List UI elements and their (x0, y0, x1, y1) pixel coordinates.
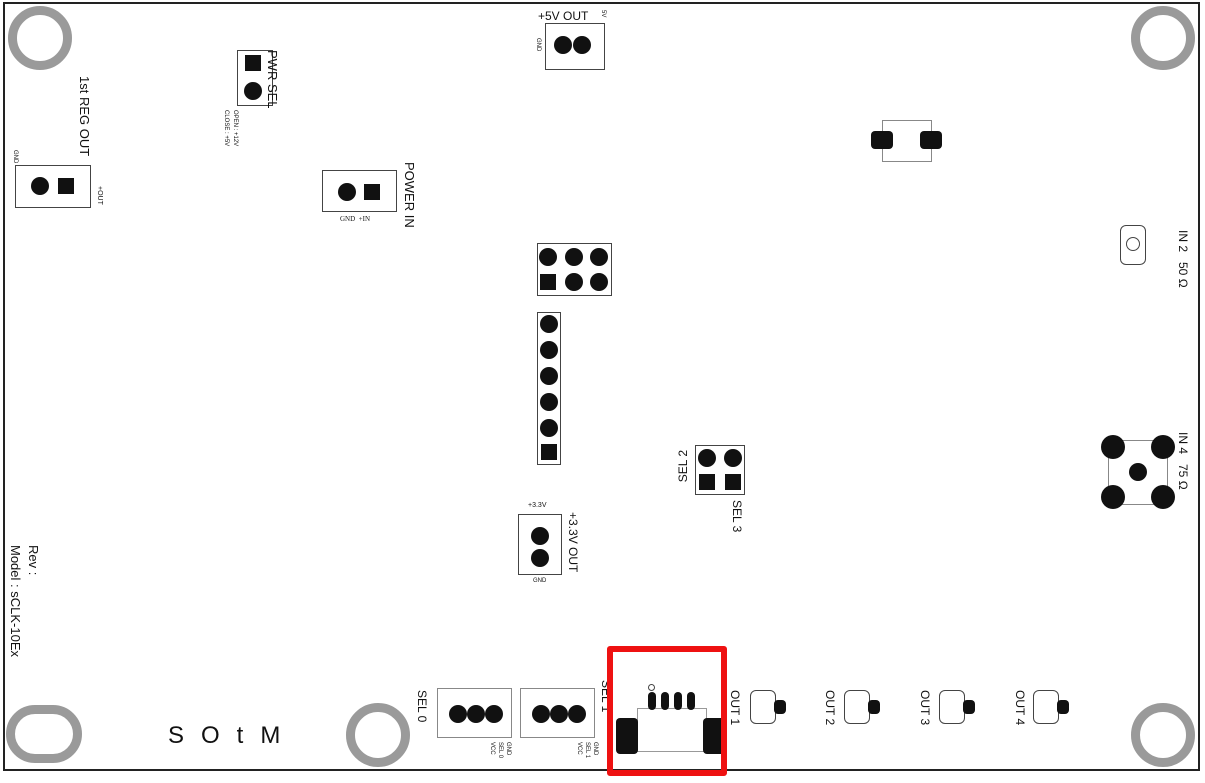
out1-connector (750, 690, 776, 724)
power-in-connector (322, 170, 397, 212)
smd-pad (871, 131, 893, 149)
usb-shield-pad (616, 718, 638, 754)
pin (1151, 435, 1175, 459)
smd-pad (920, 131, 942, 149)
v5-pin-label: 5V (600, 10, 606, 18)
out2-label: OUT 2 (823, 690, 837, 726)
pin (540, 341, 558, 359)
sel0-label: SEL 0 (415, 690, 429, 723)
pin (590, 248, 608, 266)
pin (724, 449, 742, 467)
pin (573, 36, 591, 54)
pin-square (245, 55, 261, 71)
out3-connector (939, 690, 965, 724)
header-1x6 (537, 312, 561, 465)
mounting-hole (6, 705, 82, 763)
sel1-pin-sel: SEL 1 (584, 742, 590, 759)
sel0-pin-gnd: GND (505, 742, 511, 756)
pin (554, 36, 572, 54)
v33-top-label: +3.3V (528, 502, 547, 509)
out2-pad (868, 700, 880, 714)
pin (1151, 485, 1175, 509)
reg-out-pin-label: +OUT (96, 186, 103, 205)
v5-out-label: +5V OUT (538, 9, 589, 23)
out3-label: OUT 3 (918, 690, 932, 726)
brand-logo: SOtM (168, 722, 298, 749)
pin-square (58, 178, 74, 194)
pin (590, 273, 608, 291)
pin (467, 705, 485, 723)
in2-label: IN 2 50 Ω (1176, 230, 1190, 288)
sel2-label: SEL 2 (676, 450, 690, 483)
pwr-close-note: CLOSE : +5V (223, 110, 229, 147)
usb-connector-outline (637, 708, 707, 752)
pin (550, 705, 568, 723)
sel1-pin-vcc: VCC (576, 742, 582, 755)
mounting-hole (346, 703, 410, 767)
reg-gnd-label: GND (12, 150, 18, 164)
usb-pin1-marker (648, 684, 655, 691)
out4-pad (1057, 700, 1069, 714)
pin (565, 248, 583, 266)
v33-gnd-label: GND (533, 578, 547, 584)
pin (531, 527, 549, 545)
pin (449, 705, 467, 723)
model-label: Model : sCLK-10Ex (8, 545, 23, 657)
usb-pin (661, 692, 669, 710)
usb-pin (687, 692, 695, 710)
pin (485, 705, 503, 723)
power-in-pins-label: GND +IN (340, 215, 370, 223)
sel0-pin-sel: SEL 0 (497, 742, 503, 759)
power-in-label: POWER IN (402, 162, 417, 228)
pin (531, 549, 549, 567)
out4-connector (1033, 690, 1059, 724)
pin (698, 449, 716, 467)
out3-pad (963, 700, 975, 714)
reg-out-connector (15, 165, 91, 208)
pin (1101, 485, 1125, 509)
usb-pin (674, 692, 682, 710)
pin (539, 248, 557, 266)
mounting-hole (1131, 6, 1195, 70)
pin-square (540, 274, 556, 290)
pin (338, 183, 356, 201)
pin (540, 315, 558, 333)
mounting-hole (8, 6, 72, 70)
pin (540, 367, 558, 385)
reg-out-label: 1st REG OUT (77, 76, 92, 157)
pin (565, 273, 583, 291)
pin (31, 177, 49, 195)
highlight-box (607, 646, 727, 776)
pin-square (725, 474, 741, 490)
out2-connector (844, 690, 870, 724)
mounting-hole (1131, 703, 1195, 767)
pin-square (541, 444, 557, 460)
in4-label: IN 4 75 Ω (1176, 432, 1190, 490)
pcb-outline (3, 2, 1200, 771)
usb-pin (648, 692, 656, 710)
pin (244, 82, 262, 100)
rev-label: Rev : (26, 545, 41, 576)
pin (532, 705, 550, 723)
pwr-sel-label: PWR SEL (265, 50, 280, 109)
pwr-open-note: OPEN : +12V (232, 110, 238, 147)
v5-gnd-label: GND (535, 38, 541, 52)
pin (1101, 435, 1125, 459)
pin (540, 393, 558, 411)
pin (1129, 463, 1147, 481)
sel0-pin-vcc: VCC (489, 742, 495, 755)
pin-square (364, 184, 380, 200)
pin (540, 419, 558, 437)
pin (568, 705, 586, 723)
v33-out-label: +3.3V OUT (566, 512, 580, 573)
out1-label: OUT 1 (728, 690, 742, 726)
sel3-label: SEL 3 (730, 500, 744, 533)
out1-pad (774, 700, 786, 714)
pin-square (699, 474, 715, 490)
usb-shield-pad (703, 718, 725, 754)
sel1-pin-gnd: GND (592, 742, 598, 756)
out4-label: OUT 4 (1013, 690, 1027, 726)
in2-center-pin (1126, 237, 1140, 251)
